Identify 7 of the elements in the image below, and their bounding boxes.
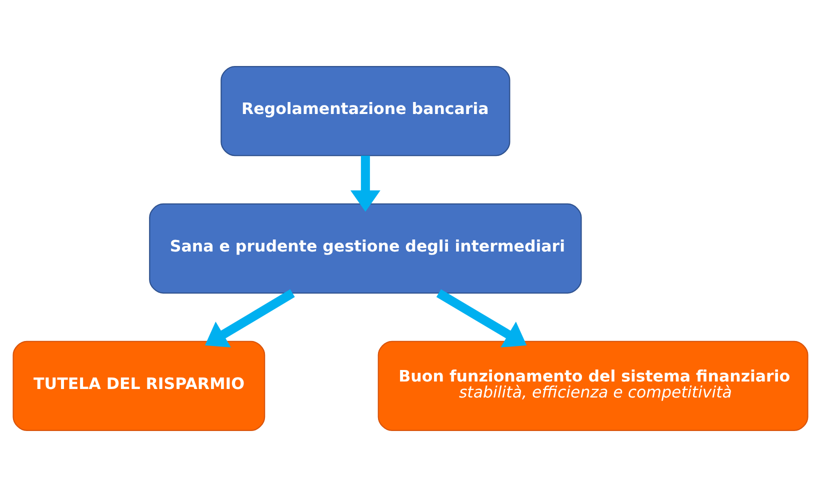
arrow <box>204 288 295 347</box>
arrow <box>436 288 527 347</box>
arrow <box>350 155 380 212</box>
node-box: Sana e prudente gestione degli intermediari <box>149 202 582 294</box>
node-box: TUTELA DEL RISPARMIO <box>12 340 266 431</box>
node-box: Regolamentazione bancaria <box>220 65 510 156</box>
node-box: Buon funzionamento del sistema finanziario stabilità, efficienza e competitività <box>378 340 808 431</box>
